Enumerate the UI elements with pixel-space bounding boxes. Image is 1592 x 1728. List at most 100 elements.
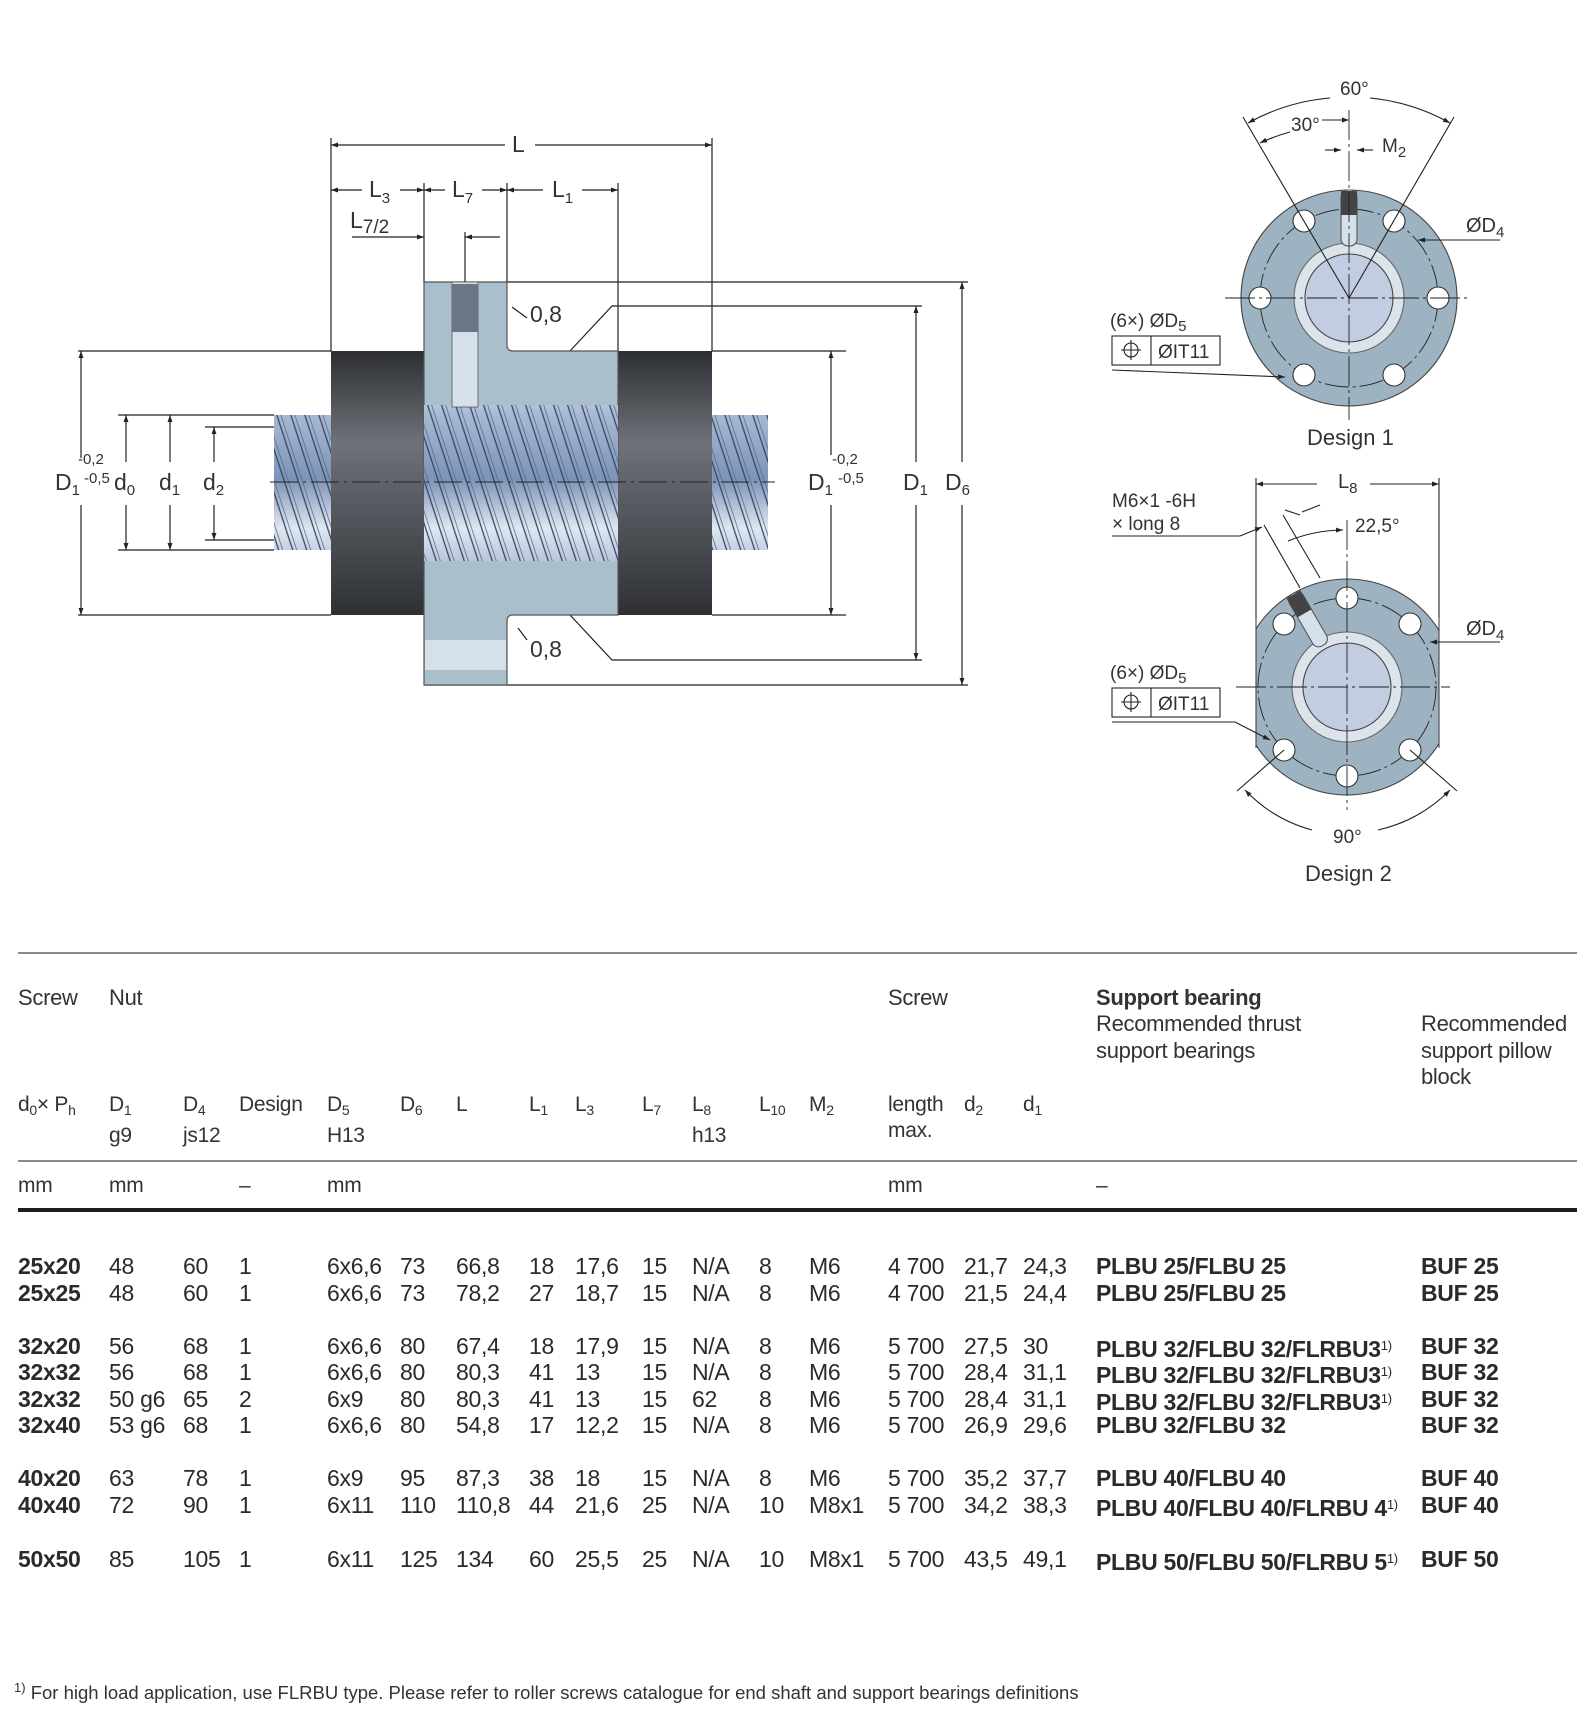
- technical-drawing: L L3 L7 L1 L7/2 0,8 0,8 D1 -0,2 -0,5 d0 …: [55, 79, 1504, 886]
- table-cell: N/A: [692, 1333, 730, 1359]
- column-header: L3: [575, 1092, 594, 1123]
- table-cell: N/A: [692, 1280, 730, 1306]
- column-header-sub: 1: [1034, 1102, 1042, 1118]
- table-cell: 30: [1023, 1333, 1048, 1359]
- footnote-ref: 1): [1380, 1364, 1392, 1379]
- bearing-name: PLBU 40/FLBU 40/FLRBU 4: [1096, 1495, 1387, 1521]
- footnote-ref: 1): [1380, 1391, 1392, 1406]
- table-cell: M6: [809, 1359, 841, 1385]
- table-cell: 1: [239, 1465, 252, 1491]
- dim-L7-half: L: [350, 207, 363, 233]
- bearing-name: PLBU 32/FLBU 32/FLRBU3: [1096, 1362, 1381, 1388]
- column-header-sub: 1: [540, 1102, 548, 1118]
- support-bearing-cell: PLBU 25/FLBU 25: [1096, 1280, 1286, 1306]
- screw-size-cell: 25x20: [18, 1253, 81, 1279]
- column-header-line2: H13: [327, 1124, 365, 1147]
- bearing-name: PLBU 25/FLBU 25: [1096, 1280, 1286, 1306]
- column-header: L7: [642, 1092, 661, 1123]
- bearing-name: PLBU 32/FLBU 32/FLRBU3: [1096, 1336, 1381, 1362]
- body-rule: [18, 1208, 1577, 1212]
- table-cell: 27: [529, 1280, 554, 1306]
- table-cell: 10: [759, 1546, 784, 1572]
- footnote-ref: 1): [1380, 1338, 1392, 1353]
- table-cell: 60: [183, 1280, 208, 1306]
- table-cell: 18: [529, 1333, 554, 1359]
- support-bearing-cell: PLBU 32/FLBU 32/FLRBU31): [1096, 1359, 1392, 1388]
- table-cell: 5 700: [888, 1386, 945, 1412]
- table-cell: 34,2: [964, 1492, 1008, 1518]
- table-cell: 80: [400, 1412, 425, 1438]
- pillow-block-cell: BUF 25: [1421, 1253, 1499, 1279]
- thread-spec-2: × long 8: [1112, 514, 1180, 535]
- table-cell: 80: [400, 1386, 425, 1412]
- dim-L: L: [512, 131, 525, 157]
- table-cell: 54,8: [456, 1412, 500, 1438]
- column-header-label: d: [18, 1093, 30, 1116]
- pillow-block-cell: BUF 32: [1421, 1412, 1499, 1438]
- table-cell: 12,2: [575, 1412, 619, 1438]
- table-cell: 110,8: [456, 1492, 511, 1518]
- svg-text:D1: D1: [903, 469, 928, 499]
- table-cell: 15: [642, 1359, 667, 1385]
- table-cell: 15: [642, 1412, 667, 1438]
- support-bearing-cell: PLBU 32/FLBU 32: [1096, 1412, 1286, 1438]
- bearing-name: PLBU 32/FLBU 32/FLRBU3: [1096, 1389, 1381, 1415]
- column-header-label: D: [327, 1093, 342, 1116]
- table-cell: 35,2: [964, 1465, 1008, 1491]
- table-cell: N/A: [692, 1465, 730, 1491]
- table-cell: 4 700: [888, 1253, 945, 1279]
- table-cell: 68: [183, 1333, 208, 1359]
- table-cell: 67,4: [456, 1333, 500, 1359]
- table-cell: 21,7: [964, 1253, 1008, 1279]
- svg-text:(6×) ØD5: (6×) ØD5: [1110, 311, 1186, 335]
- svg-text:(6×) ØD5: (6×) ØD5: [1110, 663, 1186, 687]
- svg-text:d2: d2: [203, 469, 224, 499]
- screw-size-cell: 40x40: [18, 1492, 81, 1518]
- angle-22-5: 22,5°: [1355, 516, 1400, 537]
- footnote: 1) For high load application, use FLRBU …: [14, 1680, 1079, 1704]
- column-header-label: length: [888, 1093, 944, 1116]
- dim-D6: D: [945, 469, 962, 495]
- table-cell: 5 700: [888, 1492, 945, 1518]
- table-cell: 56: [109, 1333, 134, 1359]
- table-cell: 6x11: [327, 1492, 374, 1518]
- table-cell: 85: [109, 1546, 134, 1572]
- svg-text:M2: M2: [1382, 136, 1406, 161]
- table-cell: N/A: [692, 1492, 730, 1518]
- table-cell: 1: [239, 1546, 252, 1572]
- screw-size-cell: 32x20: [18, 1333, 81, 1359]
- table-cell: 48: [109, 1280, 134, 1306]
- column-header-label: D: [109, 1093, 124, 1116]
- dim-D5: (6×) ØD: [1110, 311, 1178, 332]
- support-bearing-cell: PLBU 25/FLBU 25: [1096, 1253, 1286, 1279]
- table-cell: 17: [529, 1412, 554, 1438]
- table-cell: 5 700: [888, 1359, 945, 1385]
- table-cell: 2: [239, 1386, 252, 1412]
- table-cell: 50 g6: [109, 1386, 166, 1412]
- column-header-sub: 4: [197, 1102, 206, 1118]
- table-cell: 6x6,6: [327, 1280, 382, 1306]
- design-2-title: Design 2: [1305, 861, 1392, 886]
- table-cell: 6x11: [327, 1546, 374, 1572]
- svg-text:D6: D6: [945, 469, 970, 499]
- table-cell: 80: [400, 1333, 425, 1359]
- screw-size-cell: 32x32: [18, 1386, 81, 1412]
- pillow-block-cell: BUF 25: [1421, 1280, 1499, 1306]
- column-header-line2: js12: [183, 1124, 221, 1147]
- column-header-line2: h13: [692, 1124, 727, 1147]
- table-cell: 90: [183, 1492, 208, 1518]
- screw-size-cell: 25x25: [18, 1280, 81, 1306]
- tolerance-frame: ØIT11: [1158, 342, 1209, 363]
- table-cell: 8: [759, 1253, 772, 1279]
- column-header: L: [456, 1092, 468, 1118]
- thread-spec-1: M6×1 -6H: [1112, 491, 1196, 512]
- table-cell: 105: [183, 1546, 221, 1572]
- unit-length: mm: [888, 1174, 923, 1197]
- screw-size-cell: 32x32: [18, 1359, 81, 1385]
- column-header: Design: [239, 1092, 303, 1118]
- table-cell: M8x1: [809, 1546, 865, 1572]
- tolerance-frame-2: ØIT11: [1158, 694, 1209, 715]
- design-1-title: Design 1: [1307, 425, 1394, 450]
